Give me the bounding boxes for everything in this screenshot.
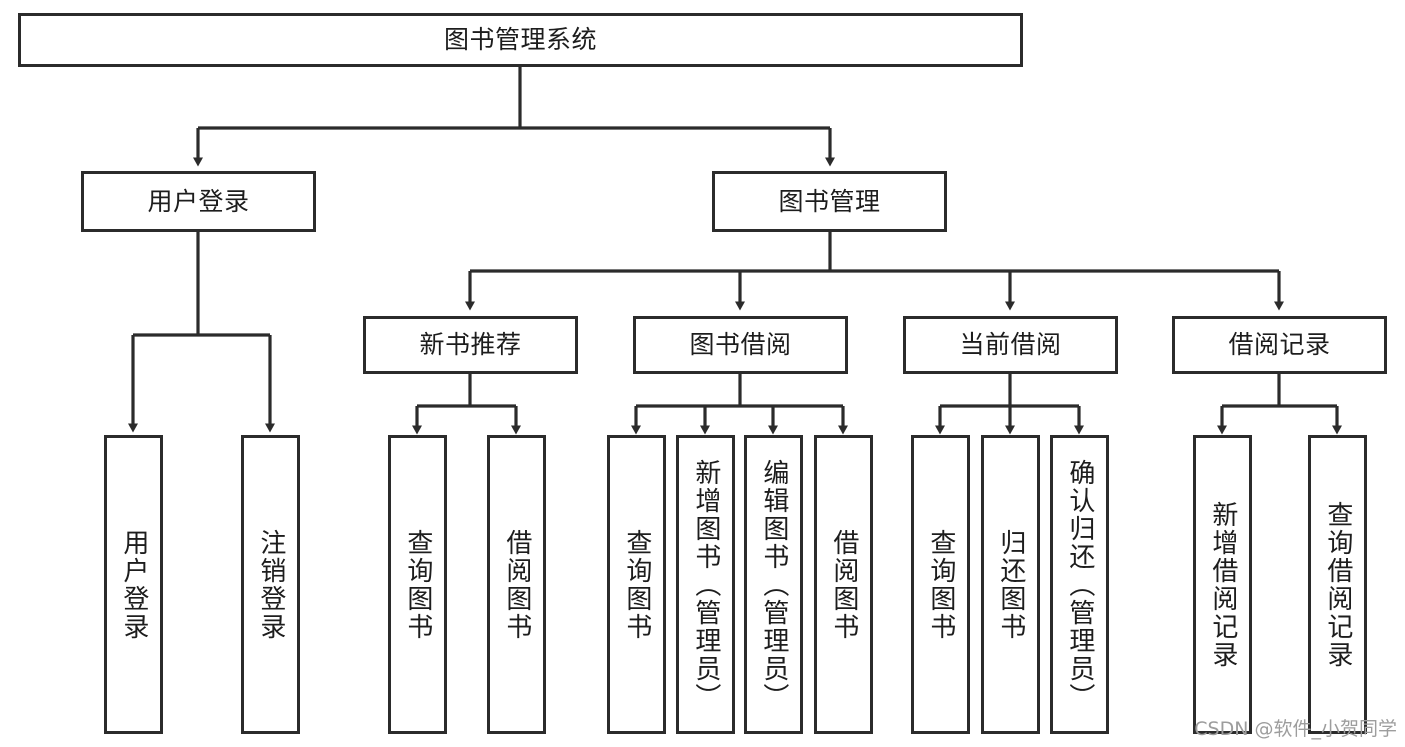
node-borrow-record[interactable]: 借阅记录 [1172, 316, 1387, 374]
node-leaf-user-login[interactable]: 用户登录 [104, 435, 163, 734]
node-label: 新增图书（管理员） [690, 458, 721, 711]
node-leaf-logout[interactable]: 注销登录 [241, 435, 300, 734]
node-label: 注销登录 [255, 528, 286, 641]
node-new-book-recommend[interactable]: 新书推荐 [363, 316, 578, 374]
node-user-login[interactable]: 用户登录 [81, 171, 316, 232]
node-label: 图书借阅 [689, 330, 792, 360]
node-leaf-edit-book-admin[interactable]: 编辑图书（管理员） [744, 435, 803, 734]
node-label: 借阅图书 [501, 528, 532, 641]
node-label: 借阅图书 [828, 528, 859, 641]
node-label: 新增借阅记录 [1207, 500, 1238, 669]
node-leaf-borrow-book[interactable]: 借阅图书 [814, 435, 873, 734]
node-label: 查询图书 [402, 528, 433, 641]
node-leaf-query-borrow-record[interactable]: 查询借阅记录 [1308, 435, 1367, 734]
node-label: 借阅记录 [1228, 330, 1331, 360]
node-label: 图书管理 [778, 186, 881, 216]
node-root-book-management-system[interactable]: 图书管理系统 [18, 13, 1023, 67]
node-leaf-add-borrow-record[interactable]: 新增借阅记录 [1193, 435, 1252, 734]
node-leaf-query-book-current[interactable]: 查询图书 [911, 435, 970, 734]
node-book-borrow[interactable]: 图书借阅 [633, 316, 848, 374]
node-label: 查询图书 [621, 528, 652, 641]
node-leaf-return-book[interactable]: 归还图书 [981, 435, 1040, 734]
node-leaf-borrow-book-recommend[interactable]: 借阅图书 [487, 435, 546, 734]
node-current-borrow[interactable]: 当前借阅 [903, 316, 1118, 374]
node-label: 查询图书 [925, 528, 956, 641]
node-leaf-add-book-admin[interactable]: 新增图书（管理员） [676, 435, 735, 734]
node-leaf-confirm-return-admin[interactable]: 确认归还（管理员） [1050, 435, 1109, 734]
node-label: 编辑图书（管理员） [758, 458, 789, 711]
node-label: 新书推荐 [419, 330, 522, 360]
node-label: 查询借阅记录 [1322, 500, 1353, 669]
node-leaf-query-book-borrow[interactable]: 查询图书 [607, 435, 666, 734]
node-label: 用户登录 [118, 528, 149, 641]
node-book-management[interactable]: 图书管理 [712, 171, 947, 232]
node-label: 图书管理系统 [443, 25, 597, 55]
node-label: 当前借阅 [959, 330, 1062, 360]
node-label: 归还图书 [995, 528, 1026, 641]
node-label: 确认归还（管理员） [1064, 458, 1095, 711]
node-leaf-query-book-recommend[interactable]: 查询图书 [388, 435, 447, 734]
node-label: 用户登录 [147, 186, 250, 216]
